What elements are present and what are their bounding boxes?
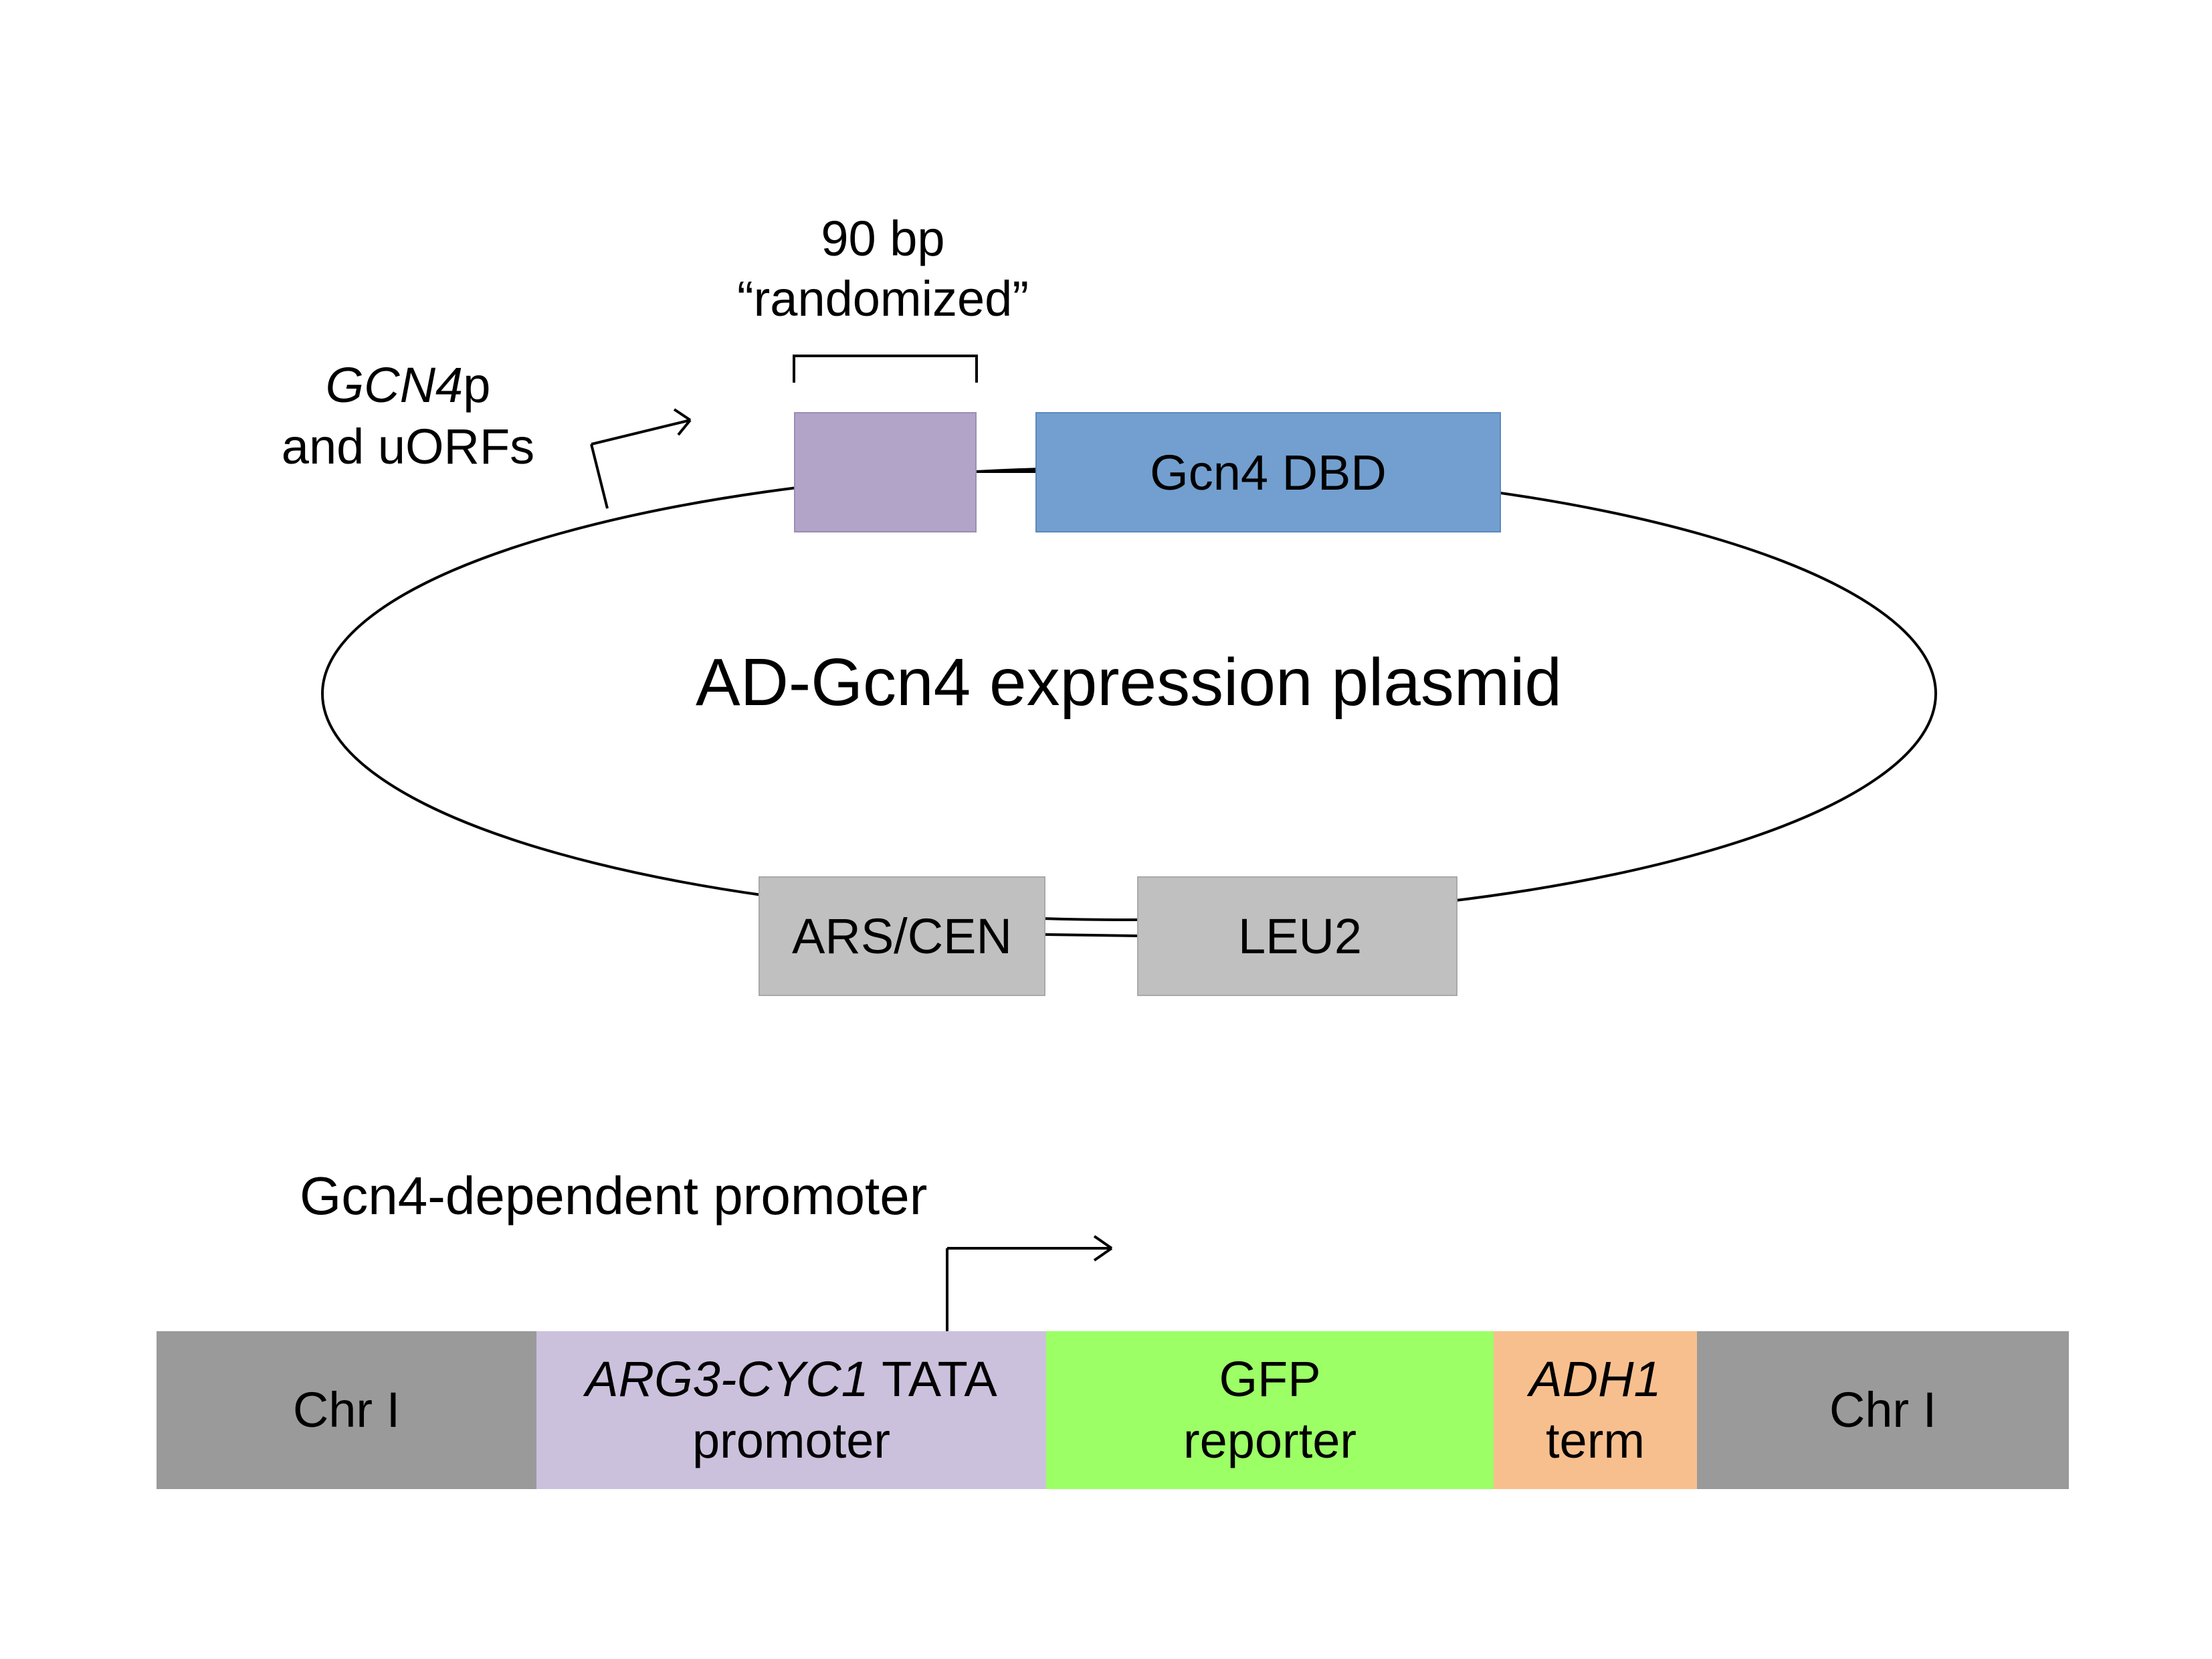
gcn4-promoter-label-line2: and uORFs: [281, 419, 535, 474]
gfp-reporter-segment: GFP reporter: [1046, 1331, 1494, 1489]
ars-cen-box: ARS/CEN: [759, 876, 1045, 996]
plasmid-title: AD-Gcn4 expression plasmid: [696, 645, 1562, 720]
arg3-cyc1-label-line2: promoter: [692, 1413, 891, 1468]
randomized-region-box: [794, 412, 977, 532]
gcn4-promoter-label: GCN4p and uORFs: [254, 355, 562, 478]
adh1-terminator-segment: ADH1 term: [1494, 1331, 1697, 1489]
adh1-label-italic: ADH1: [1529, 1351, 1662, 1407]
chr-i-right-segment: Chr I: [1697, 1331, 2069, 1489]
reporter-promoter-arrow: [946, 1235, 1113, 1331]
chr-i-left-label: Chr I: [292, 1382, 401, 1438]
gfp-label-line1: GFP: [1219, 1351, 1321, 1407]
random-region-bracket: [793, 355, 978, 383]
arg3-cyc1-promoter-segment: ARG3-CYC1 TATA promoter: [536, 1331, 1046, 1489]
gcn4-promoter-label-rest: p: [463, 357, 491, 413]
chr-i-right-label: Chr I: [1829, 1382, 1937, 1438]
leu2-label: LEU2: [1237, 908, 1363, 964]
connector-ars-leu2: [1045, 933, 1138, 937]
adh1-label-line2: term: [1546, 1413, 1645, 1468]
chr-i-left-segment: Chr I: [157, 1331, 536, 1489]
randomized-label-line2: “randomized”: [737, 271, 1029, 326]
leu2-box: LEU2: [1137, 876, 1457, 996]
plasmid-promoter-arrow: [590, 408, 692, 509]
randomized-label: 90 bp “randomized”: [696, 209, 1070, 329]
gcn4-promoter-label-italic: GCN4: [325, 357, 464, 413]
gfp-label-line2: reporter: [1183, 1413, 1357, 1468]
gcn4-dbd-box: Gcn4 DBD: [1035, 412, 1501, 532]
reporter-promoter-label: Gcn4-dependent promoter: [300, 1166, 928, 1226]
gcn4-dbd-label: Gcn4 DBD: [1150, 444, 1387, 500]
randomized-label-line1: 90 bp: [821, 211, 945, 266]
arg3-cyc1-label-italic: ARG3-CYC1: [585, 1351, 869, 1407]
arg3-cyc1-label-rest: TATA: [868, 1351, 997, 1407]
ars-cen-label: ARS/CEN: [792, 908, 1012, 964]
